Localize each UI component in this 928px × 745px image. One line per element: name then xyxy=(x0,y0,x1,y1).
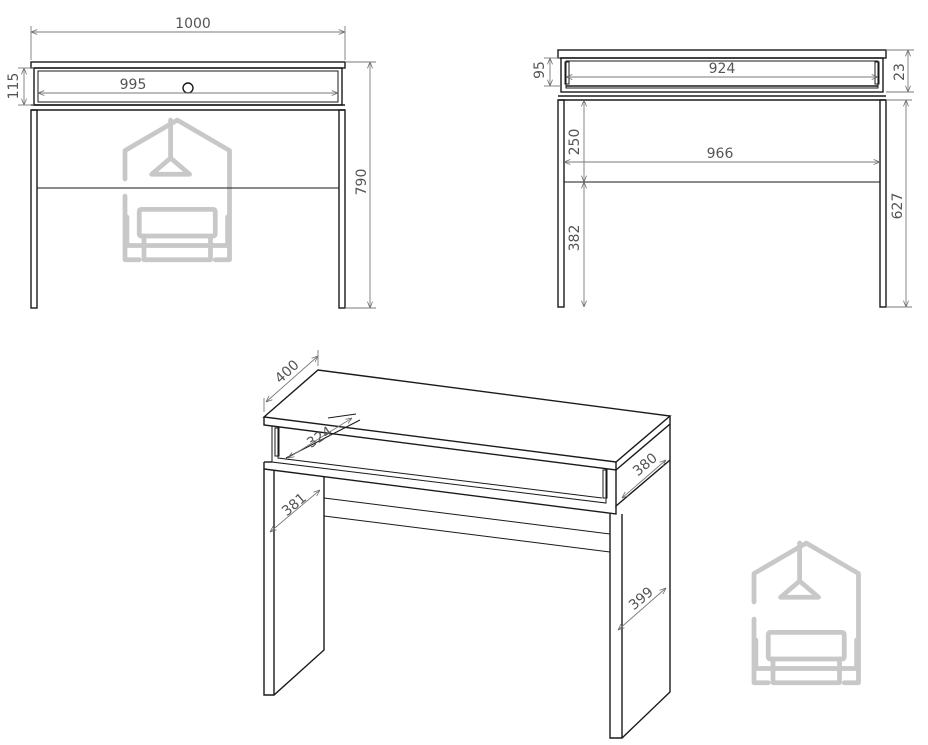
drawer-inner-dimension: 924 xyxy=(709,61,736,77)
drawer-knob xyxy=(182,82,194,94)
side-view: 924 95 23 250 966 382 627 xyxy=(532,49,914,308)
drawer-width-dimension: 995 xyxy=(120,77,147,93)
front-view: 1000 995 115 790 xyxy=(6,16,376,309)
shelf-depth-dimension: 381 xyxy=(279,490,310,519)
drawer-depth-dimension: 324 xyxy=(304,424,335,452)
depth-dimension: 400 xyxy=(272,357,303,387)
leg-depth-dimension: 399 xyxy=(626,584,657,613)
top-thickness-dimension: 23 xyxy=(892,63,908,81)
lower-height-dimension: 382 xyxy=(567,225,583,252)
watermark-icon xyxy=(125,120,230,260)
upper-height-dimension: 250 xyxy=(567,129,583,156)
drawer-height-dimension: 115 xyxy=(6,73,22,100)
width-dimension: 1000 xyxy=(175,16,211,32)
leg-height-dimension: 627 xyxy=(890,193,906,220)
side-drawer-height-dimension: 95 xyxy=(532,61,548,79)
isometric-view: 400 324 380 381 399 xyxy=(262,350,672,739)
inner-width-dimension: 966 xyxy=(707,146,734,162)
height-dimension: 790 xyxy=(354,169,370,196)
house-sofa-watermark-icon xyxy=(754,543,859,683)
